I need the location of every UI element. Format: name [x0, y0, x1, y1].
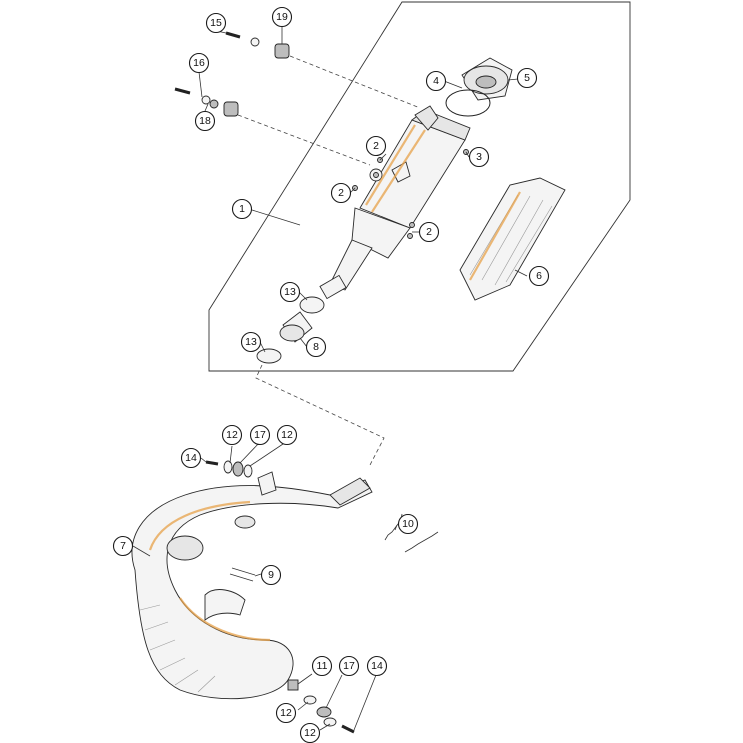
callout-2-right-label: 2: [426, 226, 432, 238]
callout-12-mid-right-label: 12: [281, 429, 293, 441]
mid-hardware-part: [205, 460, 253, 478]
callout-5: 5: [516, 67, 538, 89]
callout-3: 3: [468, 146, 490, 168]
header-pipe-part: [131, 471, 373, 700]
callout-14-bottom-label: 14: [371, 660, 383, 672]
callout-14-mid: 14: [180, 447, 202, 469]
callout-12-mid-left-label: 12: [226, 429, 238, 441]
callout-2-left-label: 2: [338, 187, 344, 199]
callout-12-bottom-lower: 12: [299, 722, 321, 743]
silencer-packing-part: [459, 177, 566, 301]
callout-9-label: 9: [268, 569, 274, 581]
bottom-hardware-part: [287, 679, 355, 734]
callout-12-bottom-lower-label: 12: [304, 727, 316, 739]
end-cap-part: [461, 57, 513, 101]
silencer-assembly-outline: [208, 1, 631, 372]
callout-2-top: 2: [365, 135, 387, 157]
callout-10: 10: [397, 513, 419, 535]
callout-13-upper: 13: [279, 281, 301, 303]
callout-17-mid: 17: [249, 424, 271, 446]
callout-6: 6: [528, 265, 550, 287]
callout-19-label: 19: [276, 11, 288, 23]
callout-7-label: 7: [120, 540, 126, 552]
callout-18-label: 18: [199, 115, 211, 127]
callout-4-label: 4: [433, 75, 439, 87]
callout-8: 8: [305, 336, 327, 358]
callout-13-upper-label: 13: [284, 286, 296, 298]
sleeve-part: [279, 311, 313, 343]
callout-12-bottom-upper: 12: [275, 702, 297, 724]
seal-ring-upper-part: [299, 296, 325, 314]
callout-4: 4: [425, 70, 447, 92]
leader-lines: [132, 26, 528, 731]
callout-1: 1: [231, 198, 253, 220]
top-hardware-part: [174, 31, 290, 117]
callout-13-lower-label: 13: [245, 336, 257, 348]
callout-1-label: 1: [239, 203, 245, 215]
callout-14-bottom: 14: [366, 655, 388, 677]
callout-2-right: 2: [418, 221, 440, 243]
callout-5-label: 5: [524, 72, 530, 84]
callout-8-label: 8: [313, 341, 319, 353]
seal-rings-part: [229, 567, 256, 582]
seal-ring-lower-part: [256, 348, 282, 364]
callout-10-label: 10: [402, 518, 414, 530]
callout-16-label: 16: [193, 57, 205, 69]
callout-7: 7: [112, 535, 134, 557]
callout-15-label: 15: [210, 17, 222, 29]
callout-16: 16: [188, 52, 210, 74]
callout-2-left: 2: [330, 182, 352, 204]
callout-17-mid-label: 17: [254, 429, 266, 441]
callout-12-mid-right: 12: [276, 424, 298, 446]
callout-9: 9: [260, 564, 282, 586]
callout-12-bottom-upper-label: 12: [280, 707, 292, 719]
callout-18: 18: [194, 110, 216, 132]
callout-3-label: 3: [476, 151, 482, 163]
callout-19: 19: [271, 6, 293, 28]
callout-2-top-label: 2: [373, 140, 379, 152]
callout-11-label: 11: [317, 660, 328, 672]
callout-13-lower: 13: [240, 331, 262, 353]
callout-15: 15: [205, 12, 227, 34]
callout-17-bottom: 17: [338, 655, 360, 677]
callout-17-bottom-label: 17: [343, 660, 355, 672]
callout-11: 11: [311, 655, 333, 677]
callout-14-mid-label: 14: [185, 452, 197, 464]
callout-12-mid-left: 12: [221, 424, 243, 446]
silencer-body-part: [319, 105, 471, 300]
callout-6-label: 6: [536, 270, 542, 282]
o-ring-part: [445, 89, 491, 117]
